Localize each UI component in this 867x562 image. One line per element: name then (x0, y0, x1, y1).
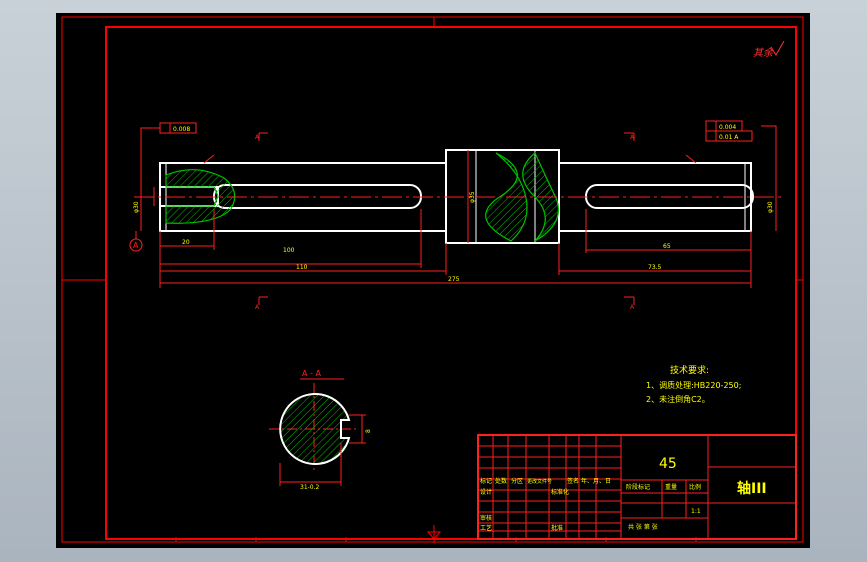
material: 45 (659, 456, 677, 472)
tb-zone: 分区 (511, 477, 523, 485)
drawing-viewport[interactable]: 其余 (56, 13, 810, 548)
dia-left: φ30 (133, 201, 140, 213)
dim-65: 65 (663, 243, 671, 250)
dim-110: 110 (296, 264, 308, 271)
tb-scale-value: 1:1 (691, 508, 701, 515)
section-a-a-hatch (279, 393, 351, 465)
svg-text:0.004: 0.004 (719, 124, 736, 131)
svg-text:0.008: 0.008 (173, 126, 190, 133)
surface-finish-note: 其余 (753, 47, 775, 59)
tb-stage: 阶段标记 (626, 483, 650, 491)
dia-right: φ30 (767, 201, 774, 213)
cut-marker-a2: A (630, 134, 635, 141)
cut-marker-a3: A (255, 304, 260, 311)
dimension-lines (140, 125, 777, 288)
left-broken-section-hatch (165, 169, 236, 224)
dim-275: 275 (448, 276, 460, 283)
tech-line-1: 1、调质处理:HB220-250; (646, 380, 741, 390)
tb-standardized: 标准化 (551, 488, 569, 496)
tb-change-doc: 更改文件号 (527, 478, 552, 485)
tb-weight: 重量 (665, 483, 677, 491)
title-block (477, 434, 797, 540)
dia-middle: φ35 (469, 191, 476, 203)
tb-scale: 比例 (689, 483, 701, 491)
inner-frame (105, 26, 797, 540)
svg-text:A: A (133, 241, 139, 250)
roughness-symbol (770, 40, 785, 56)
tb-sign: 签名 (567, 477, 579, 485)
tb-sheet: 共 张 第 张 (628, 523, 658, 531)
dim-20: 20 (182, 239, 190, 246)
tolerance-frame-left: 0.008 (159, 122, 197, 134)
cut-marker-a4: A (630, 304, 635, 311)
section-dim-bottom: 31-0.2 (300, 484, 320, 491)
dim-73-5: 73.5 (648, 264, 662, 271)
tb-reviewer: 审核 (480, 514, 492, 522)
tech-title: 技术要求: (670, 364, 709, 376)
tb-count: 处数 (495, 477, 507, 485)
section-cut-markers (258, 132, 635, 305)
tb-designer: 设计 (480, 488, 492, 496)
tech-line-2: 2、未注倒角C2。 (646, 394, 710, 404)
section-dim-side: 8 (365, 429, 372, 433)
section-label: A - A (302, 369, 321, 378)
cut-marker-a1: A (255, 134, 260, 141)
tb-approved: 批准 (551, 524, 563, 532)
tb-mark: 标记 (480, 477, 492, 485)
section-dims (279, 414, 366, 486)
tb-process: 工艺 (480, 524, 492, 532)
sheet-border (61, 16, 804, 543)
drawing-canvas: 其余 (61, 16, 804, 543)
datum-a: A (129, 231, 143, 252)
dim-100: 100 (283, 247, 295, 254)
tolerance-frame-right: 0.004 0.01 A (705, 120, 753, 142)
svg-text:0.01 A: 0.01 A (719, 134, 739, 141)
tb-date: 年、月、日 (581, 477, 611, 485)
part-name: 轴III (737, 480, 767, 497)
